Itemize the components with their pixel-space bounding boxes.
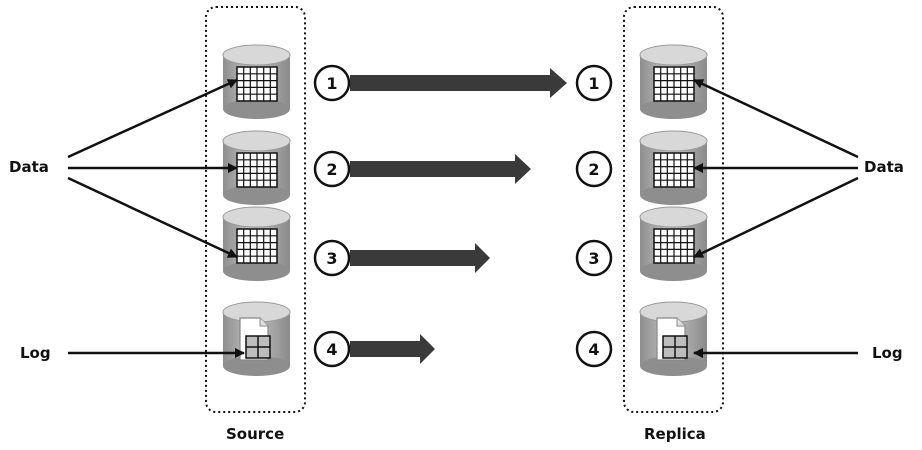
- right-data-arrow-3: [693, 176, 859, 259]
- replica-step-number-2: 2: [588, 160, 599, 179]
- source-step-number-4: 4: [326, 340, 337, 359]
- source-step-badge-4: 4: [313, 330, 351, 368]
- source-step-badge-2: 2: [313, 150, 351, 188]
- right-log-label: Log: [872, 344, 903, 362]
- left-data-arrow-1: [67, 78, 238, 159]
- replica-log-db-icon: [639, 301, 708, 376]
- transfer-arrow-1: [350, 68, 567, 98]
- replica-step-badge-1: 1: [575, 64, 613, 102]
- source-step-number-3: 3: [326, 249, 337, 268]
- replica-data-db-3-icon: [639, 206, 708, 281]
- replica-step-number-1: 1: [588, 74, 599, 93]
- source-data-db-3-icon: [222, 206, 291, 281]
- transfer-arrow-4: [350, 334, 435, 364]
- right-data-arrow-1: [693, 78, 859, 159]
- source-step-badge-1: 1: [313, 64, 351, 102]
- source-step-badge-3: 3: [313, 239, 351, 277]
- replica-step-number-3: 3: [588, 249, 599, 268]
- replica-step-number-4: 4: [588, 340, 599, 359]
- transfer-arrow-3: [350, 243, 490, 273]
- replica-step-badge-3: 3: [575, 239, 613, 277]
- right-data-label: Data: [864, 158, 904, 176]
- left-data-arrow-3: [67, 176, 238, 259]
- source-step-number-2: 2: [326, 160, 337, 179]
- left-data-label: Data: [9, 158, 49, 176]
- transfer-arrow-2: [350, 154, 531, 184]
- replica-label: Replica: [644, 425, 706, 443]
- source-data-db-1-icon: [222, 44, 291, 119]
- left-log-label: Log: [20, 344, 51, 362]
- source-log-db-icon: [222, 301, 291, 376]
- source-label: Source: [226, 425, 285, 443]
- replica-step-badge-4: 4: [575, 330, 613, 368]
- replica-step-badge-2: 2: [575, 150, 613, 188]
- source-step-number-1: 1: [326, 74, 337, 93]
